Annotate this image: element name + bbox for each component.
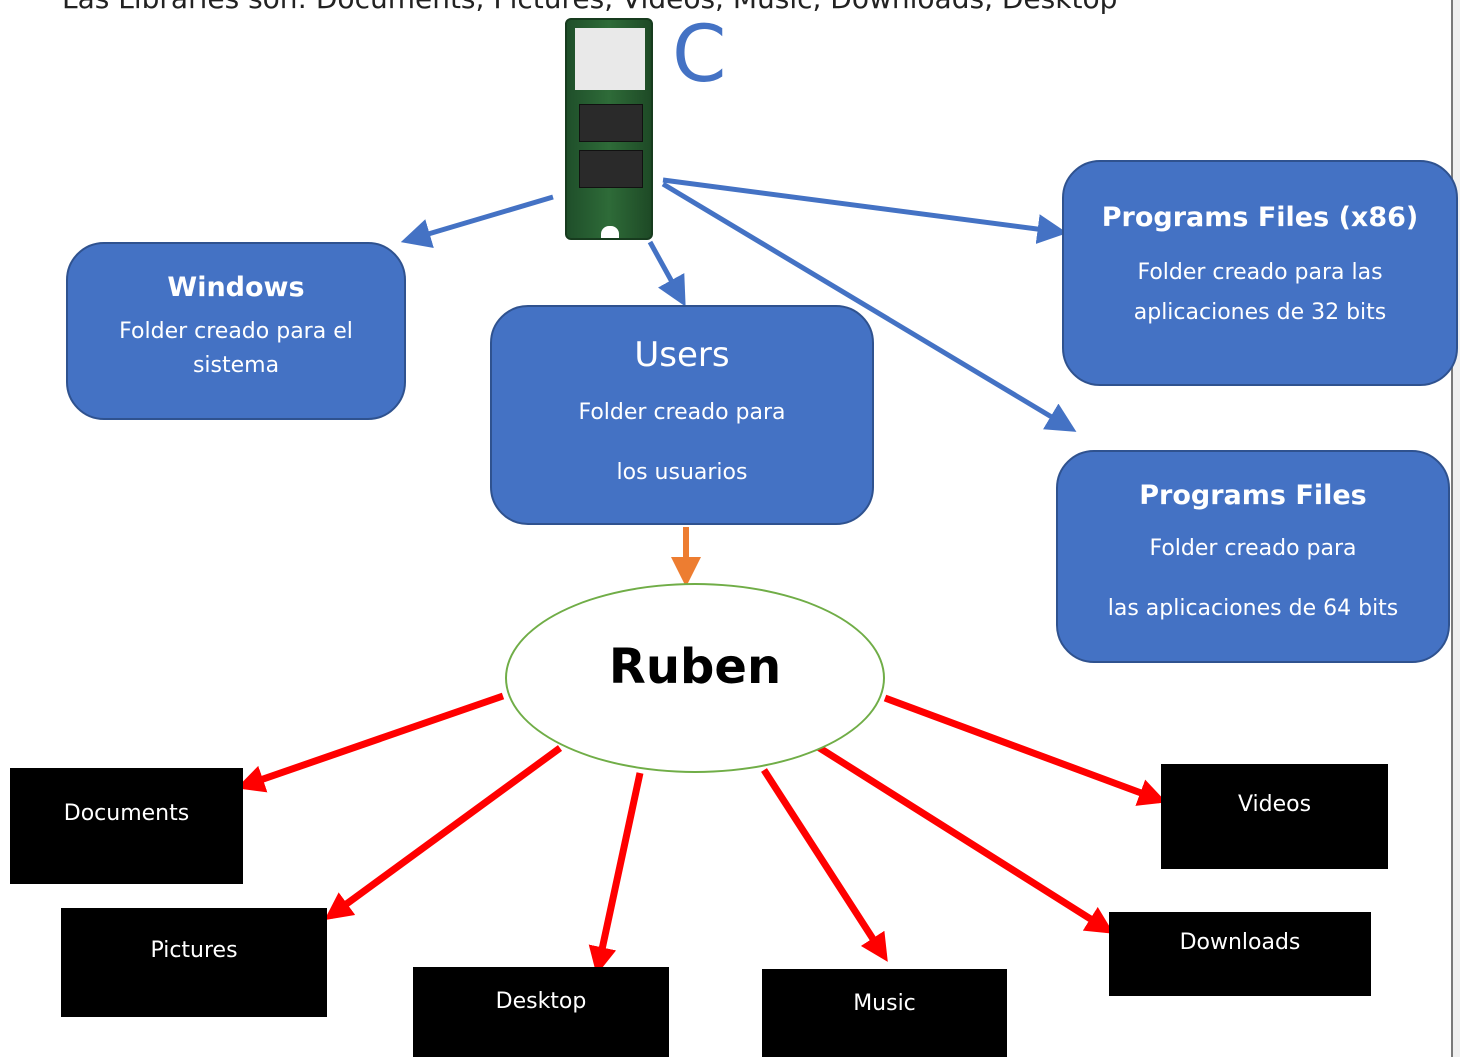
windows-folder-title: Windows xyxy=(167,272,305,303)
programs-x86-folder-desc-2: aplicaciones de 32 bits xyxy=(1133,300,1387,325)
users-folder-title: Users xyxy=(634,335,730,375)
arrow-to-downloads xyxy=(816,744,1114,934)
library-desktop-label: Desktop xyxy=(495,989,587,1014)
windows-folder-desc-2: sistema xyxy=(192,353,280,378)
library-downloads-label: Downloads xyxy=(1179,930,1301,955)
arrow-to-programs-x86 xyxy=(662,177,1068,244)
library-documents[interactable]: Documents xyxy=(10,768,243,884)
arrow-to-pictures xyxy=(324,745,563,921)
m2-ssd-icon xyxy=(565,18,653,240)
programs-x86-folder-title: Programs Files (x86) xyxy=(1101,202,1419,233)
library-videos[interactable]: Videos xyxy=(1161,764,1388,869)
library-pictures-label: Pictures xyxy=(150,938,238,963)
programs-folder-box[interactable]: Programs Files Folder creado para las ap… xyxy=(1056,450,1450,663)
windows-folder-box[interactable]: Windows Folder creado para el sistema xyxy=(66,242,406,420)
library-downloads[interactable]: Downloads xyxy=(1109,912,1371,996)
drive-letter: C xyxy=(672,10,727,100)
user-name: Ruben xyxy=(608,639,782,695)
arrow-to-documents xyxy=(236,692,505,793)
user-ruben-node[interactable]: Ruben xyxy=(505,583,885,773)
library-desktop[interactable]: Desktop xyxy=(413,967,669,1057)
users-folder-box[interactable]: Users Folder creado para los usuarios xyxy=(490,305,874,525)
programs-folder-title: Programs Files xyxy=(1139,480,1367,511)
arrow-to-users xyxy=(647,240,686,307)
library-documents-label: Documents xyxy=(63,801,190,826)
arrow-to-windows xyxy=(400,194,554,248)
programs-x86-folder-desc-1: Folder creado para las xyxy=(1137,260,1383,285)
arrow-to-desktop xyxy=(588,772,644,975)
programs-x86-folder-box[interactable]: Programs Files (x86) Folder creado para … xyxy=(1062,160,1458,386)
header-text: Las Libraries son: Documents, Pictures, … xyxy=(62,0,1117,15)
windows-folder-desc-1: Folder creado para el xyxy=(119,319,353,344)
programs-folder-desc-2: las aplicaciones de 64 bits xyxy=(1107,596,1399,621)
users-folder-desc-2: los usuarios xyxy=(616,460,748,485)
library-music[interactable]: Music xyxy=(762,969,1007,1057)
library-videos-label: Videos xyxy=(1237,792,1312,817)
library-music-label: Music xyxy=(853,991,916,1016)
users-folder-desc-1: Folder creado para xyxy=(578,400,786,425)
programs-folder-desc-1: Folder creado para xyxy=(1149,536,1357,561)
library-pictures[interactable]: Pictures xyxy=(61,908,327,1017)
arrow-to-videos xyxy=(883,694,1167,806)
page-edge-scrollbar[interactable] xyxy=(1451,0,1460,1057)
arrow-to-music xyxy=(761,768,888,962)
arrow-to-programs xyxy=(661,181,1077,432)
